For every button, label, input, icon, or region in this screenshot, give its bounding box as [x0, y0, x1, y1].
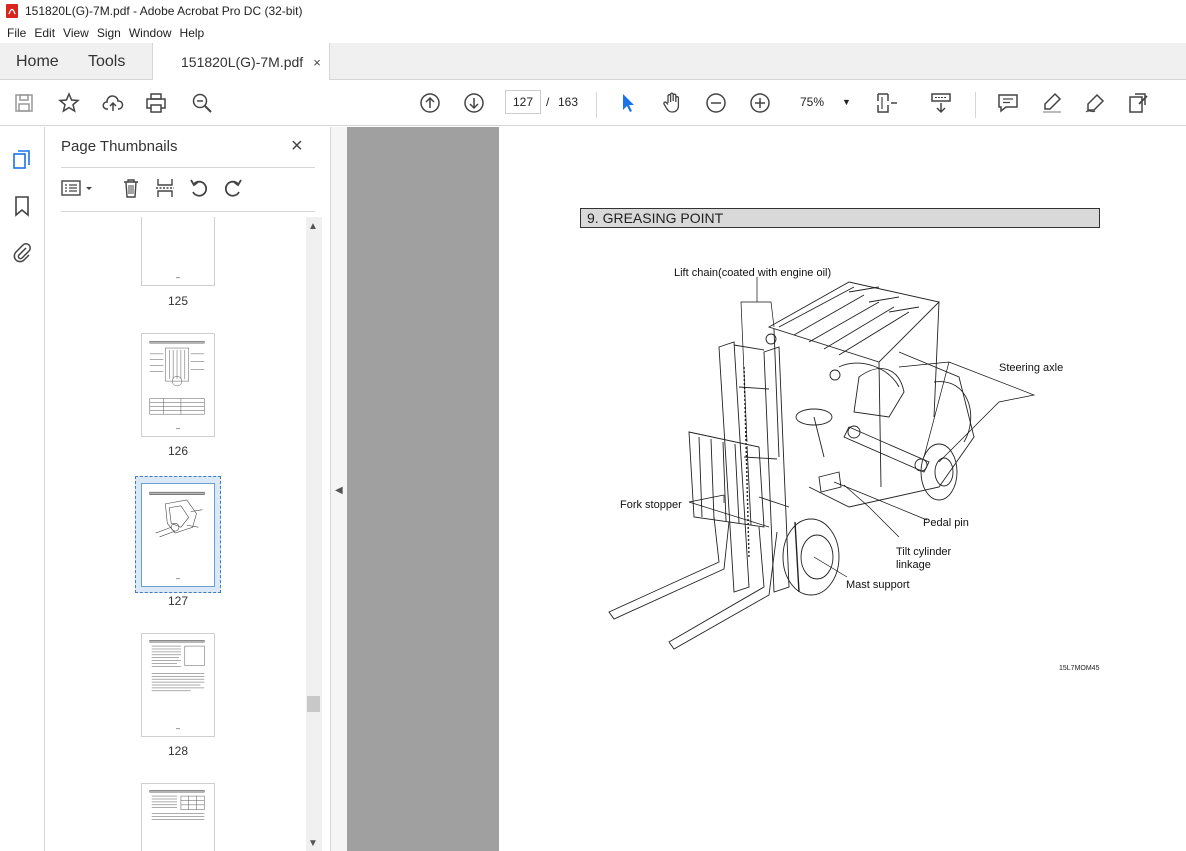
collapse-panel-icon[interactable]: ◀: [335, 485, 343, 496]
document-viewport[interactable]: 9. GREASING POINT: [347, 127, 1186, 851]
menu-bar: File Edit View Sign Window Help: [0, 22, 1186, 43]
bookmark-icon[interactable]: [11, 195, 33, 217]
forklift-diagram: [608, 277, 1036, 650]
next-page-icon[interactable]: [462, 91, 486, 115]
panel-title: Page Thumbnails: [61, 138, 178, 155]
thumbnail-label: 125: [167, 294, 189, 308]
scroll-down-icon[interactable]: ▼: [308, 838, 318, 849]
print-icon[interactable]: [144, 91, 168, 115]
panel-divider: [61, 211, 315, 212]
left-rail: [0, 127, 45, 851]
options-menu-icon[interactable]: [61, 177, 97, 199]
label-lift-chain: Lift chain(coated with engine oil): [674, 267, 832, 279]
thumbnail-scrollbar[interactable]: [306, 217, 322, 851]
menu-help[interactable]: Help: [179, 25, 205, 40]
thumbnail-129[interactable]: [141, 783, 215, 851]
star-icon[interactable]: [57, 91, 81, 115]
attachment-icon[interactable]: [11, 241, 33, 263]
menu-sign[interactable]: Sign: [96, 25, 121, 40]
previous-page-icon[interactable]: [418, 91, 442, 115]
menu-edit[interactable]: Edit: [34, 25, 56, 40]
rotate-left-icon[interactable]: [188, 177, 210, 199]
select-cursor-icon[interactable]: [616, 91, 640, 115]
figure-code: 15L7MOM45: [1059, 665, 1100, 672]
label-tilt-cylinder: Tilt cylinder: [896, 546, 952, 558]
draw-pen-icon[interactable]: [1083, 91, 1107, 115]
label-tilt-cylinder-linkage: linkage: [896, 559, 931, 571]
toolbar: [0, 80, 1186, 126]
panel-divider: [61, 167, 315, 168]
thumbnail-125[interactable]: [141, 217, 215, 286]
label-fork-stopper: Fork stopper: [620, 499, 682, 511]
label-mast-support: Mast support: [846, 579, 910, 591]
acrobat-icon: [6, 4, 18, 18]
zoom-value: 75%: [800, 95, 825, 109]
panel-close-icon[interactable]: ×: [291, 135, 303, 157]
tab-tools[interactable]: Tools: [88, 52, 126, 70]
thumbnail-list: 125 126 127 128: [61, 217, 305, 851]
menu-window[interactable]: Window: [128, 25, 172, 40]
toolbar-divider: [975, 92, 976, 118]
toolbar-divider: [596, 92, 597, 118]
title-bar: 151820L(G)-7M.pdf - Adobe Acrobat Pro DC…: [0, 0, 1186, 22]
zoom-out-icon[interactable]: [704, 91, 728, 115]
tab-row: Home Tools 151820L(G)-7M.pdf ×: [0, 43, 1186, 81]
page-fit-icon[interactable]: [875, 91, 899, 115]
thumbnail-label: 127: [167, 594, 189, 608]
delete-icon[interactable]: [120, 177, 142, 199]
hand-tool-icon[interactable]: [660, 91, 684, 115]
page-separator: /: [546, 95, 550, 109]
thumbnails-panel: Page Thumbnails × 125 126 127: [45, 127, 330, 851]
thumbnail-127[interactable]: [141, 483, 215, 587]
label-steering-axle: Steering axle: [999, 362, 1064, 374]
tab-document-label: 151820L(G)-7M.pdf: [181, 54, 304, 70]
search-zoom-icon[interactable]: [190, 91, 214, 115]
scroll-mode-icon[interactable]: [929, 91, 953, 115]
upload-cloud-icon[interactable]: [101, 91, 125, 115]
section-title: 9. GREASING POINT: [580, 208, 1100, 228]
thumbnail-128[interactable]: [141, 633, 215, 737]
page-number-input[interactable]: 127: [505, 90, 541, 114]
pdf-page: 9. GREASING POINT: [499, 127, 1186, 851]
window-title: 151820L(G)-7M.pdf - Adobe Acrobat Pro DC…: [25, 4, 303, 18]
menu-file[interactable]: File: [7, 25, 27, 40]
zoom-select[interactable]: 75% ▼: [790, 90, 854, 114]
comment-icon[interactable]: [996, 91, 1020, 115]
insert-page-icon[interactable]: [154, 177, 176, 199]
thumbnail-label: 128: [167, 744, 189, 758]
chevron-down-icon: ▼: [842, 97, 851, 107]
panel-splitter[interactable]: ◀: [330, 127, 347, 851]
highlight-pen-icon[interactable]: [1040, 91, 1064, 115]
scrollbar-thumb[interactable]: [307, 696, 320, 712]
tab-home[interactable]: Home: [16, 52, 59, 70]
rotate-right-icon[interactable]: [222, 177, 244, 199]
thumbnail-126[interactable]: [141, 333, 215, 437]
tab-document[interactable]: 151820L(G)-7M.pdf ×: [152, 43, 330, 81]
fill-sign-icon[interactable]: [1126, 91, 1150, 115]
thumbnails-icon[interactable]: [11, 149, 33, 171]
page-total: 163: [558, 95, 579, 109]
zoom-in-icon[interactable]: [748, 91, 772, 115]
label-pedal-pin: Pedal pin: [923, 517, 969, 529]
save-icon[interactable]: [12, 91, 36, 115]
menu-view[interactable]: View: [63, 25, 89, 40]
tab-close-icon[interactable]: ×: [313, 54, 321, 70]
scroll-up-icon[interactable]: ▲: [308, 221, 318, 232]
thumbnail-label: 126: [167, 444, 189, 458]
